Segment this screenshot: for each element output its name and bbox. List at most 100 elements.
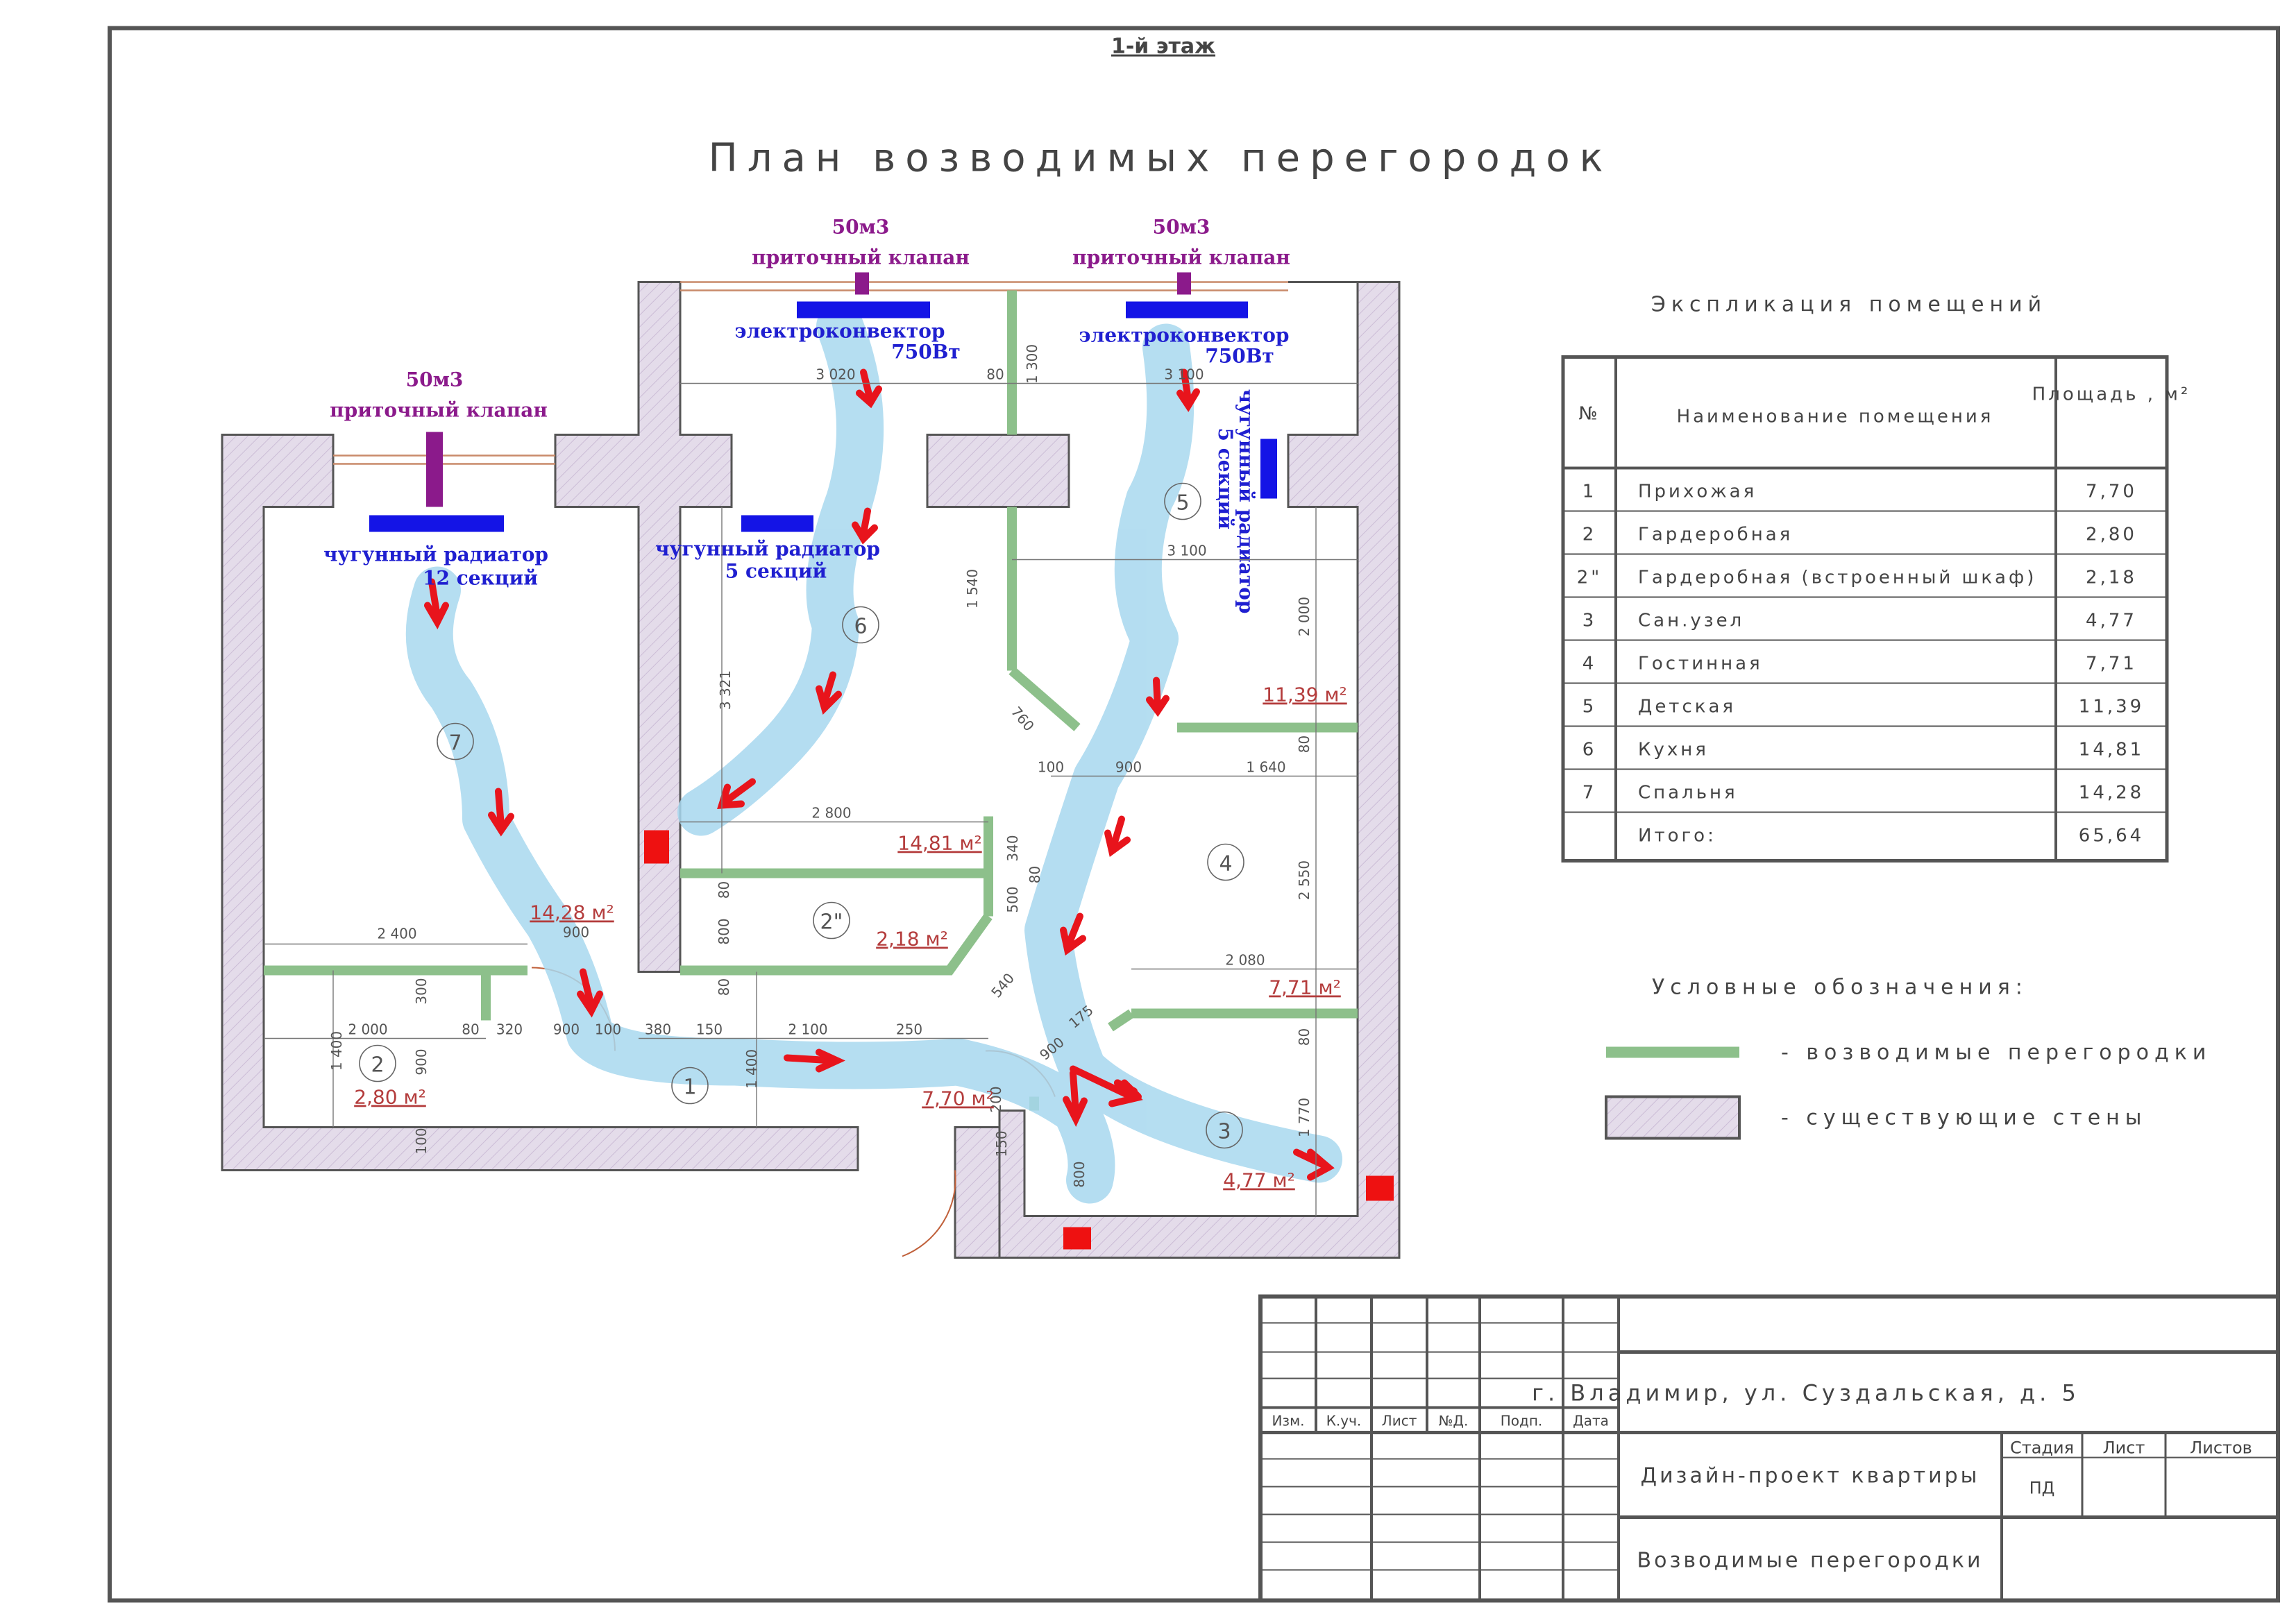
explication-row-area: 65,64 bbox=[2079, 826, 2144, 847]
explication-row-num: 5 bbox=[1582, 697, 1597, 717]
tb-stage-value: ПД bbox=[2029, 1479, 2055, 1498]
dim-340: 340 bbox=[1004, 835, 1021, 861]
legend-label-existing: - существующие стены bbox=[1781, 1106, 2147, 1130]
valve-volume-2: 50м3 bbox=[832, 216, 890, 239]
room-area-2b: 2,18 м² bbox=[876, 928, 948, 951]
valve-label-1: приточный клапан bbox=[330, 399, 548, 422]
room-num-2b: 2" bbox=[820, 910, 843, 935]
convector-power-1: 750Вт bbox=[891, 341, 960, 364]
valve-bedroom bbox=[426, 432, 443, 507]
explication-row-num: 2 bbox=[1582, 525, 1597, 545]
radiator-label-2: чугунный радиатор bbox=[655, 538, 880, 561]
title-block bbox=[1258, 1294, 2280, 1603]
dim-80-d: 80 bbox=[716, 881, 732, 899]
explication-row-name: Итого: bbox=[1638, 826, 1716, 847]
explication-row-num: 3 bbox=[1582, 611, 1597, 631]
tb-sheet-name: Возводимые перегородки bbox=[1637, 1549, 1984, 1573]
room-area-7: 14,28 м² bbox=[530, 901, 614, 924]
dim-3321: 3 321 bbox=[717, 670, 734, 710]
dim-2800: 2 800 bbox=[811, 805, 851, 822]
tb-sheets-header: Листов bbox=[2190, 1438, 2252, 1458]
explication-row-num: 1 bbox=[1582, 482, 1597, 502]
sheet-frame bbox=[108, 26, 2280, 1603]
col-header-name: Наименование помещения bbox=[1677, 407, 1994, 427]
dimension-texts: 3 020 80 1 300 3 100 3 100 1 540 2 000 7… bbox=[328, 344, 1312, 1188]
existing-walls bbox=[221, 281, 1401, 1259]
room-markers: 1 2 2" 3 4 5 6 7 bbox=[359, 482, 1244, 1149]
tb-col-podp: Подп. bbox=[1501, 1413, 1543, 1429]
legend-title: Условные обозначения: bbox=[1652, 976, 2028, 1000]
convector-label-2: электроконвектор bbox=[1079, 324, 1290, 347]
dim-2400: 2 400 bbox=[377, 926, 416, 942]
dim-2080: 2 080 bbox=[1225, 952, 1265, 969]
dim-100-c: 100 bbox=[413, 1128, 430, 1154]
valve-label-3: приточный клапан bbox=[1072, 246, 1290, 269]
explication-row-name: Сан.узел bbox=[1638, 611, 1744, 631]
dim-800-a: 800 bbox=[716, 918, 732, 944]
radiator-sections-1: 12 секций bbox=[423, 567, 538, 590]
explication-row-num: 7 bbox=[1582, 783, 1597, 804]
new-partitions bbox=[264, 290, 1358, 1111]
explication-row-area: 2,18 bbox=[2086, 568, 2137, 588]
dim-200: 200 bbox=[988, 1086, 1004, 1112]
dim-1640: 1 640 bbox=[1246, 759, 1285, 776]
dim-80-f: 80 bbox=[1296, 1028, 1312, 1046]
convector-power-2: 750Вт bbox=[1205, 345, 1274, 368]
explication-row-area: 7,70 bbox=[2086, 482, 2137, 502]
floor-title: 1-й этаж bbox=[1111, 35, 1215, 59]
dim-300: 300 bbox=[413, 978, 430, 1004]
tb-col-izm: Изм. bbox=[1272, 1413, 1304, 1429]
dim-100-a: 100 bbox=[1038, 759, 1064, 776]
dim-3020: 3 020 bbox=[816, 366, 855, 383]
dim-900-d: 900 bbox=[553, 1021, 580, 1038]
tb-project: Дизайн-проект квартиры bbox=[1641, 1464, 1980, 1488]
title-block-text: Изм. К.уч. Лист №Д. Подп. Дата г. Владим… bbox=[1272, 1380, 2252, 1573]
dim-3100-a: 3 100 bbox=[1164, 366, 1204, 383]
dimension-lines bbox=[264, 382, 1358, 1216]
room-num-7: 7 bbox=[448, 731, 462, 756]
dim-150-a: 150 bbox=[696, 1021, 723, 1038]
valve-label-2: приточный клапан bbox=[752, 246, 970, 269]
dim-3100-b: 3 100 bbox=[1167, 543, 1206, 559]
heaters bbox=[369, 301, 1277, 532]
dim-540: 540 bbox=[988, 970, 1018, 1001]
explication-row-area: 2,80 bbox=[2086, 525, 2137, 545]
dim-80-e: 80 bbox=[716, 978, 732, 996]
dim-2000: 2 000 bbox=[1296, 597, 1312, 636]
dim-250: 250 bbox=[896, 1021, 922, 1038]
explication-row-name: Гостинная bbox=[1638, 654, 1763, 674]
dim-900-e: 900 bbox=[413, 1048, 430, 1075]
explication-row-area: 14,28 bbox=[2079, 783, 2144, 804]
radiator-label-3: чугунный радиатор bbox=[1235, 389, 1258, 614]
flow-arrows bbox=[424, 368, 1335, 1181]
explication-row-num: 2" bbox=[1577, 568, 1603, 588]
radiator-label-1: чугунный радиатор bbox=[323, 543, 548, 566]
legend-swatch-new bbox=[1606, 1046, 1739, 1058]
dim-900-b: 900 bbox=[563, 924, 589, 941]
room-area-4: 7,71 м² bbox=[1269, 976, 1341, 999]
col-header-num: № bbox=[1578, 404, 1600, 425]
dim-380: 380 bbox=[645, 1021, 671, 1038]
radiator-sections-3: 5 секций bbox=[1214, 428, 1237, 530]
explication-row-name: Гардеробная bbox=[1638, 525, 1793, 545]
col-header-area: Площадь , м² bbox=[2032, 384, 2191, 405]
explication-row-name: Прихожая bbox=[1638, 482, 1757, 502]
explication-row-name: Детская bbox=[1638, 697, 1736, 717]
tb-address: г. Владимир, ул. Суздальская, д. 5 bbox=[1532, 1380, 2080, 1407]
room-num-4: 4 bbox=[1219, 852, 1232, 876]
dim-500: 500 bbox=[1004, 886, 1021, 912]
radiator-bedroom bbox=[369, 515, 504, 532]
explication-title: Экспликация помещений bbox=[1651, 293, 2047, 317]
valve-volume-3: 50м3 bbox=[1153, 216, 1210, 239]
valve-kitchen bbox=[855, 272, 869, 295]
tb-col-nd: №Д. bbox=[1439, 1413, 1469, 1429]
explication-row-area: 11,39 bbox=[2079, 697, 2144, 717]
legend-swatch-existing bbox=[1605, 1095, 1741, 1140]
tb-col-list: Лист bbox=[1382, 1413, 1417, 1429]
room-areas: 7,70 м² 2,80 м² 2,18 м² 4,77 м² 7,71 м² … bbox=[354, 683, 1347, 1192]
explication-row-num: 4 bbox=[1582, 654, 1597, 674]
radiator-sections-2: 5 секций bbox=[725, 560, 827, 583]
dim-100-b: 100 bbox=[595, 1021, 621, 1038]
convector-kitchen bbox=[797, 301, 930, 318]
dim-2100: 2 100 bbox=[788, 1021, 827, 1038]
